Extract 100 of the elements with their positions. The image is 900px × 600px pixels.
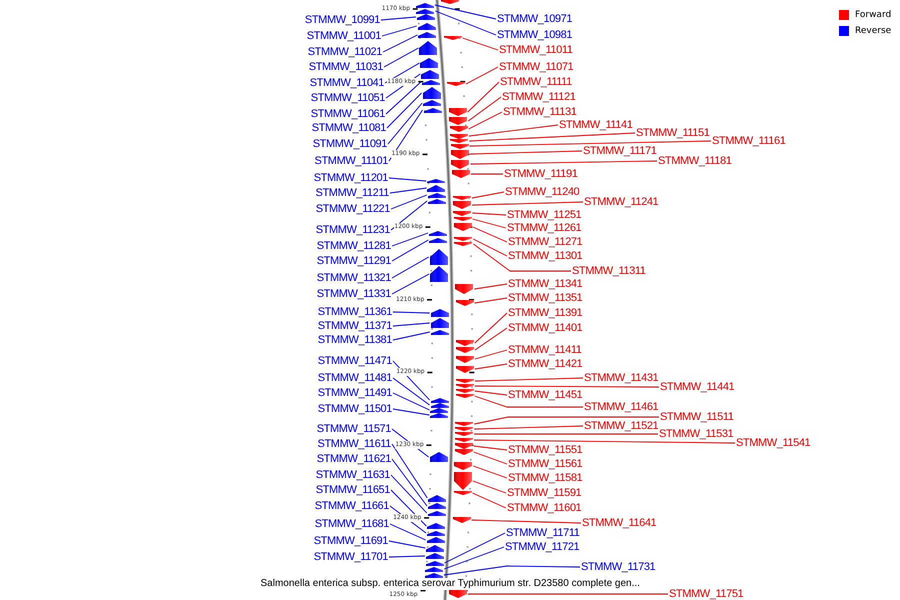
leader-line (388, 178, 427, 182)
leader-line (382, 26, 418, 36)
leader-line (434, 10, 496, 36)
gene-label: STMMW_11191 (504, 168, 578, 180)
leader-line (462, 38, 498, 50)
gene-block (454, 237, 472, 241)
gene-label: STMMW_11421 (508, 358, 582, 370)
gene-label: STMMW_11651 (316, 484, 390, 496)
gene-block (430, 412, 448, 418)
gene-block (452, 196, 471, 200)
leader-line (390, 200, 428, 230)
gene-block (450, 150, 469, 158)
gene-label: STMMW_11501 (318, 403, 392, 415)
leader-line (392, 240, 429, 262)
gene-block (426, 544, 444, 552)
leader-line (390, 490, 427, 526)
leader-line (468, 96, 502, 122)
leader-line (388, 110, 423, 162)
gene-block (455, 432, 474, 436)
leader-line (474, 328, 508, 350)
gene-block (425, 566, 444, 572)
gene-label: STMMW_11591 (507, 487, 582, 499)
gene-block (446, 82, 465, 86)
leader-line (443, 566, 580, 576)
gene-block (450, 139, 468, 143)
gene-block (452, 170, 470, 178)
gene-label: STMMW_11261 (507, 222, 582, 234)
leader-line (382, 34, 418, 52)
gene-block (418, 22, 436, 30)
leader-line (472, 244, 572, 272)
gene-label: STMMW_11321 (316, 272, 391, 284)
leader-line (384, 62, 420, 84)
leader-line (390, 194, 428, 210)
gene-label: STMMW_11131 (503, 106, 576, 118)
gene-label: STMMW_11211 (316, 187, 389, 199)
gene-block (430, 408, 448, 412)
gene-block (428, 192, 446, 198)
gene-label: STMMW_11611 (318, 438, 391, 450)
gene-block (456, 366, 474, 372)
gene-label: STMMW_11751 (669, 588, 744, 600)
gene-block (416, 14, 435, 20)
leader-line (471, 192, 504, 198)
leader-line (472, 238, 508, 256)
leader-line (472, 466, 508, 478)
gene-block (429, 238, 448, 242)
gene-label: STMMW_11361 (318, 306, 392, 318)
gene-block (450, 144, 469, 148)
gene-block (456, 384, 474, 388)
gene-label: STMMW_11181 (658, 155, 732, 167)
gene-label: STMMW_11621 (316, 453, 391, 465)
gene-label: STMMW_11571 (316, 423, 391, 435)
gene-block (423, 100, 442, 106)
gene-label: STMMW_10981 (497, 29, 572, 41)
gene-label: STMMW_11351 (508, 292, 582, 304)
leader-line (465, 66, 498, 84)
gene-block (456, 394, 474, 398)
leader-line (468, 124, 558, 136)
leader-line (474, 386, 660, 388)
gene-block (419, 41, 438, 55)
gene-block (429, 230, 448, 236)
gene-label: STMMW_11071 (499, 61, 574, 73)
gene-label: STMMW_11201 (314, 172, 388, 184)
legend-label: Reverse (855, 26, 892, 37)
leader-line (392, 392, 430, 410)
gene-label: STMMW_11461 (584, 401, 658, 413)
gene-block (452, 517, 471, 523)
leader-line (390, 188, 427, 194)
gene-label: STMMW_11731 (581, 561, 656, 573)
gene-block (456, 379, 474, 383)
leader-line (388, 102, 423, 144)
leader-line (472, 202, 584, 206)
gene-block (428, 510, 446, 516)
leader-line (473, 452, 508, 464)
gene-label: STMMW_11601 (507, 502, 582, 514)
gene-label: STMMW_11161 (712, 135, 786, 147)
gene-label: STMMW_11661 (314, 500, 389, 512)
gene-block (426, 530, 445, 536)
gene-block (453, 210, 472, 216)
gene-block (454, 449, 473, 455)
gene-label: STMMW_11101 (314, 155, 388, 167)
leader-line (388, 540, 426, 548)
leader-line (390, 524, 426, 540)
gene-block (427, 523, 446, 529)
leader-line (472, 226, 508, 242)
gene-label: STMMW_11581 (508, 472, 582, 484)
gene-label: STMMW_11701 (314, 551, 388, 563)
gene-label: STMMW_11521 (584, 420, 658, 432)
gene-block (422, 80, 440, 84)
leader-line (474, 364, 508, 370)
gene-label: STMMW_11031 (308, 61, 383, 73)
gene-block (451, 160, 470, 168)
leader-line (388, 556, 426, 558)
leader-line (471, 520, 582, 524)
gene-label: STMMW_11451 (508, 389, 582, 401)
gene-label: STMMW_10971 (497, 13, 572, 25)
leader-line (469, 140, 712, 146)
gene-label: STMMW_11151 (636, 127, 710, 139)
leader-line (392, 360, 430, 400)
gene-label: STMMW_11491 (318, 387, 392, 399)
gene-label: STMMW_11481 (318, 372, 392, 384)
